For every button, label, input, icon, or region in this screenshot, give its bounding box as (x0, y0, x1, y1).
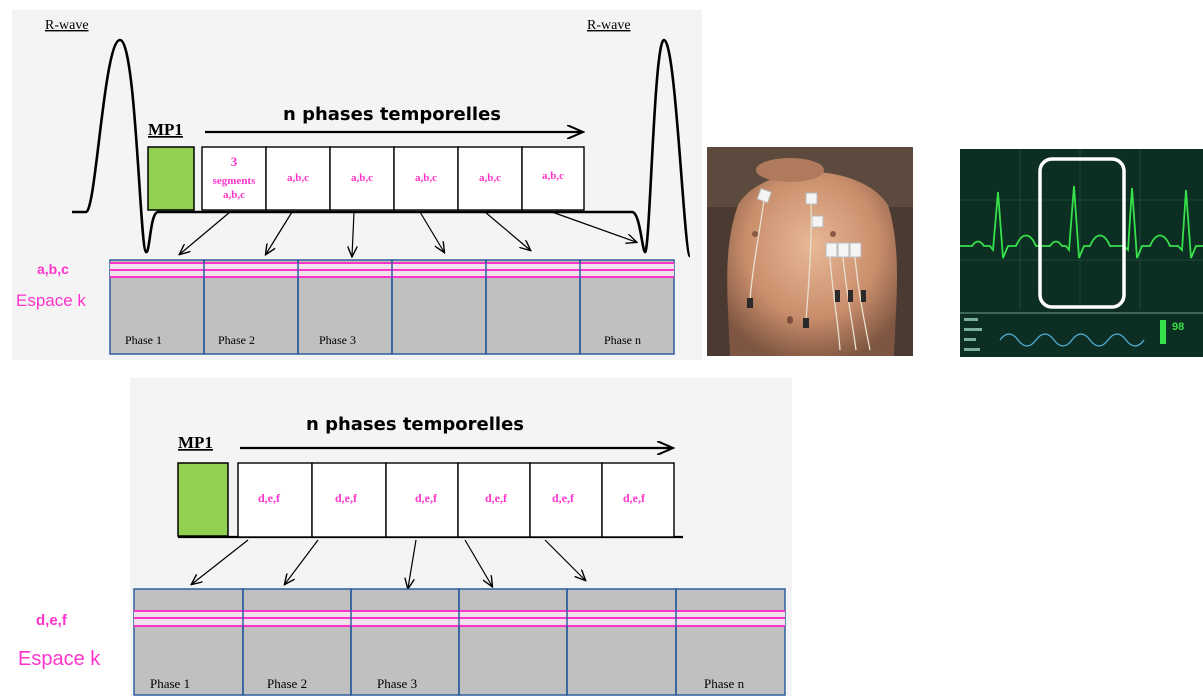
segment-5-label: d,e,f (552, 491, 575, 505)
segment-5-label: a,b,c (479, 172, 501, 184)
segment-4-label: d,e,f (485, 491, 508, 505)
row-label-def: d,e,f (36, 612, 68, 629)
bottom-segment-boxes (238, 463, 674, 537)
phase-1-label: Phase 1 (150, 676, 190, 691)
r-wave-right-label: R-wave (587, 18, 631, 33)
segment-6-label: d,e,f (623, 491, 646, 505)
monitor-readout: 98 (1172, 321, 1184, 333)
bottom-title: n phases temporelles (306, 414, 524, 435)
bottom-diagram: n phases temporelles MP1 d,e,f d,e,f d,e… (18, 378, 792, 696)
segment-3-label: a,b,c (351, 172, 373, 184)
mp1-label: MP1 (178, 433, 213, 452)
phase-3-label: Phase 3 (319, 333, 356, 347)
phase-n-label: Phase n (704, 676, 745, 691)
phase-3-label: Phase 3 (377, 676, 417, 691)
segment-3-label: d,e,f (415, 491, 438, 505)
kspace-cell (567, 589, 676, 695)
row-label-abc: a,b,c (37, 261, 69, 277)
mp1-block (148, 147, 194, 210)
chest-electrodes-photo (707, 147, 913, 356)
phase-2-label: Phase 2 (267, 676, 307, 691)
espace-k-label-bottom: Espace k (18, 648, 101, 670)
segment-1-letters: a,b,c (223, 189, 245, 201)
segment-6-label: a,b,c (542, 170, 564, 182)
mp1-label: MP1 (148, 120, 183, 139)
kspace-cell (459, 589, 567, 695)
segment-2-label: a,b,c (287, 172, 309, 184)
phase-1-label: Phase 1 (125, 333, 162, 347)
espace-k-label-top: Espace k (16, 291, 86, 310)
top-segment-boxes (202, 147, 584, 210)
segment-1-text: segments (213, 175, 256, 187)
mp1-block (178, 463, 228, 536)
phase-2-label: Phase 2 (218, 333, 255, 347)
segment-2-label: d,e,f (335, 491, 358, 505)
phase-n-label: Phase n (604, 333, 641, 347)
top-diagram: R-wave R-wave MP1 n phases temporelles 3… (12, 10, 702, 360)
segment-4-label: a,b,c (415, 172, 437, 184)
r-wave-left-label: R-wave (45, 18, 89, 33)
top-kspace: Phase 1 Phase 2 Phase 3 Phase n (110, 260, 674, 354)
ecg-monitor: 98 (960, 149, 1203, 357)
segment-1-label: d,e,f (258, 491, 281, 505)
segment-1-count: 3 (231, 154, 238, 169)
bottom-kspace: Phase 1 Phase 2 Phase 3 Phase n (134, 589, 785, 695)
top-title: n phases temporelles (283, 104, 501, 125)
